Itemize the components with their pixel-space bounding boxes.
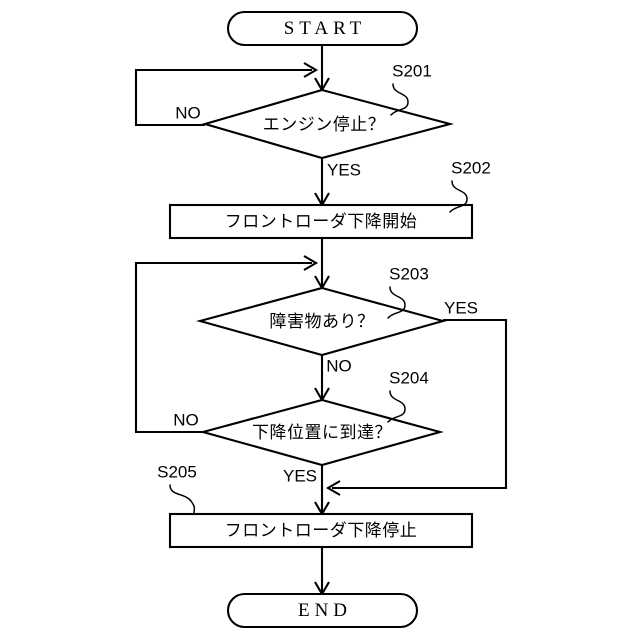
- connector-s203-yes-bypass: [332, 318, 508, 490]
- leader-line-s201: [390, 83, 409, 116]
- s202-process: [168, 203, 474, 240]
- arrowhead-s201-no-loop: [303, 62, 319, 78]
- s203-decision-label: 障害物あり？: [270, 312, 375, 332]
- branch-label-s201-no: NO: [175, 103, 201, 122]
- leader-line-s202: [449, 180, 468, 213]
- start-terminator-label: START: [284, 18, 367, 39]
- s201-decision: [201, 88, 455, 160]
- s202-process-label: フロントローダ下降開始: [225, 212, 418, 232]
- s204-decision-label: 下降位置に到達？: [252, 423, 392, 443]
- connector-s201-no-loop: [134, 68, 312, 127]
- end-terminator: [226, 592, 419, 629]
- step-label-s204: S204: [389, 368, 429, 387]
- leader-line-s203: [387, 286, 406, 319]
- branch-label-s203-yes: YES: [444, 298, 478, 317]
- s205-process: [168, 512, 474, 549]
- step-label-s203: S203: [389, 264, 429, 283]
- arrowhead-s203-yes-bypass: [325, 480, 341, 496]
- branch-label-s201-yes: YES: [327, 160, 361, 179]
- step-label-s202: S202: [451, 158, 491, 177]
- s204-decision: [199, 398, 444, 467]
- step-label-s201: S201: [392, 61, 432, 80]
- leader-line-s205: [169, 484, 196, 515]
- branch-label-s204-no: NO: [173, 410, 199, 429]
- end-terminator-label: END: [298, 600, 352, 621]
- connector-s204-no-loop: [134, 261, 312, 434]
- s205-process-label: フロントローダ下降停止: [225, 521, 418, 541]
- arrowhead-s204-no-loop: [303, 255, 319, 271]
- start-terminator: [226, 10, 419, 47]
- leader-line-s204: [387, 390, 406, 423]
- branch-label-s204-yes: YES: [283, 466, 317, 485]
- step-label-s205: S205: [157, 462, 197, 481]
- s201-decision-label: エンジン停止？: [263, 115, 386, 135]
- branch-label-s203-no: NO: [326, 356, 352, 375]
